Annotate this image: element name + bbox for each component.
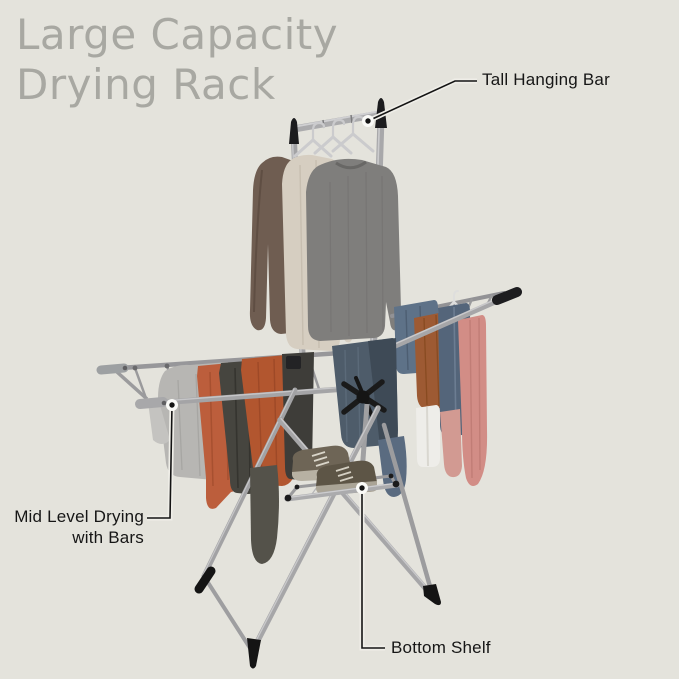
page-title-line1: Large Capacity	[16, 10, 339, 59]
shelf-front-rail	[284, 482, 400, 502]
bar-left-finial	[289, 118, 299, 144]
gray-sweater	[306, 158, 402, 341]
right-wing-front-rail	[385, 293, 511, 352]
left-cross-tube	[205, 579, 252, 650]
callout-label-mid-level: Mid Level Drying with Bars	[14, 506, 144, 548]
hanger-hook	[331, 118, 346, 139]
callout-line-bottom-shelf	[361, 488, 385, 649]
bottom-shelf	[284, 445, 400, 502]
olive-garment	[250, 465, 279, 564]
front-left-foot	[247, 638, 261, 669]
left-wing-joint	[286, 356, 301, 369]
hanging-sweaters	[249, 154, 402, 351]
x-frame-legs	[194, 387, 441, 669]
left-drying-wing	[96, 349, 373, 509]
sneakers	[292, 445, 377, 495]
page-title: Large Capacity Drying Rack	[16, 10, 338, 110]
hanger	[331, 132, 375, 153]
left-wing-front-rail	[141, 384, 373, 407]
callout-label-bottom-shelf: Bottom Shelf	[391, 638, 491, 657]
hangers	[293, 115, 375, 158]
left-wing-tip-back	[96, 363, 129, 375]
callout-label-tall-hanging-bar: Tall Hanging Bar	[482, 70, 610, 89]
pink-garment	[458, 315, 488, 486]
callout-line-mid-level	[147, 404, 173, 519]
callout-label-mid-level-line2: with Bars	[72, 528, 144, 547]
page-title-line2: Drying Rack	[16, 60, 276, 109]
front-right-leg	[277, 417, 435, 599]
callouts	[147, 78, 477, 651]
left-wing-tip-front	[135, 397, 168, 409]
front-right-foot	[423, 584, 441, 606]
right-drying-wing	[385, 287, 522, 486]
hanger-hook	[311, 121, 326, 142]
hanger	[293, 137, 333, 158]
right-wing-tip-cap	[492, 287, 522, 305]
hanger	[313, 134, 353, 155]
callout-line-tall-hanging-bar	[367, 80, 477, 122]
gray-sweater-neckline	[335, 160, 367, 170]
front-left-leg	[250, 405, 381, 653]
pink-scarf	[440, 409, 462, 478]
callout-label-mid-level-line1: Mid Level Drying	[14, 507, 144, 526]
back-right-leg	[381, 422, 436, 600]
back-left-foot	[194, 566, 216, 594]
